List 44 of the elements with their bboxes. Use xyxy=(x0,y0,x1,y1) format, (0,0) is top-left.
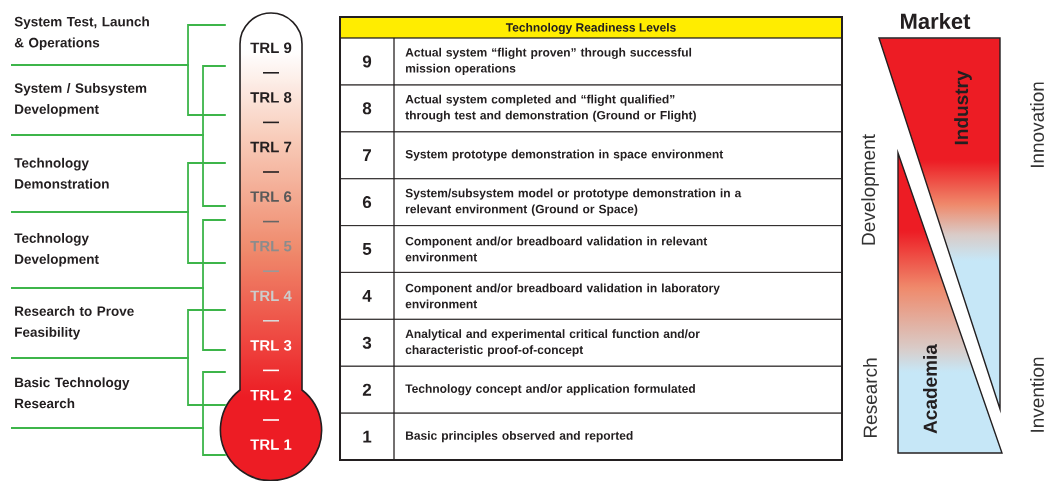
level-number: 7 xyxy=(339,131,395,180)
level-number: 6 xyxy=(339,178,395,226)
bracket-line xyxy=(10,64,227,116)
phase-label: Basic Technology Research xyxy=(15,377,130,409)
bracket-line xyxy=(10,357,227,406)
axis-word: Innovation xyxy=(1030,82,1044,168)
level-number: 2 xyxy=(339,365,395,414)
level-label: TRL 9 xyxy=(250,42,292,54)
level-description: System prototype demonstration in space environment xyxy=(393,131,843,180)
phase-label: Research to Prove Feasibility xyxy=(15,306,134,340)
level-label: TRL 6 xyxy=(250,191,292,202)
level-number: 8 xyxy=(339,84,395,133)
level-label: TRL 4 xyxy=(250,290,292,301)
bracket-line xyxy=(10,427,227,456)
phase-label: Technology Demonstration xyxy=(14,157,109,189)
level-number: 9 xyxy=(339,37,395,86)
thermometer xyxy=(219,12,323,481)
level-number: 3 xyxy=(339,318,395,367)
level-label: TRL 2 xyxy=(250,389,292,401)
level-description: Basic principles observed and reported xyxy=(393,412,843,461)
level-number: 1 xyxy=(339,412,395,461)
phase-label: Technology Development xyxy=(14,233,99,267)
bracket-line xyxy=(10,134,227,207)
level-label: TRL 3 xyxy=(250,340,292,351)
phase-label: System / Subsystem Development xyxy=(14,83,147,117)
level-description: Technology concept and/or application formulated xyxy=(393,365,843,414)
level-label: TRL 5 xyxy=(250,240,292,252)
bracket-line xyxy=(10,287,227,351)
axis-word: Research xyxy=(863,358,877,438)
bracket-line xyxy=(10,211,227,264)
level-number: 5 xyxy=(339,225,395,273)
axis-word: Invention xyxy=(1030,357,1044,432)
level-description: Actual system completed and “flight qualified” through test and demonstration (Ground or Flight) xyxy=(393,84,843,133)
axis-word: Development xyxy=(861,134,879,245)
level-label: TRL 7 xyxy=(250,141,292,153)
level-description: Actual system “flight proven” through successful mission operations xyxy=(393,37,843,86)
level-description: System/subsystem model or prototype demonstration in a relevant environment (Ground or Space) xyxy=(393,178,843,226)
level-description: Component and/or breadboard validation in laboratory environment xyxy=(393,272,843,320)
level-label: TRL 1 xyxy=(250,439,292,450)
level-label: TRL 8 xyxy=(250,92,292,103)
level-description: Component and/or breadboard validation in relevant environment xyxy=(393,225,843,273)
phase-label: System Test, Launch & Operations xyxy=(14,16,149,51)
level-description: Analytical and experimental critical function and/or characteristic proof-of-concept xyxy=(393,318,843,367)
level-number: 4 xyxy=(339,272,395,320)
